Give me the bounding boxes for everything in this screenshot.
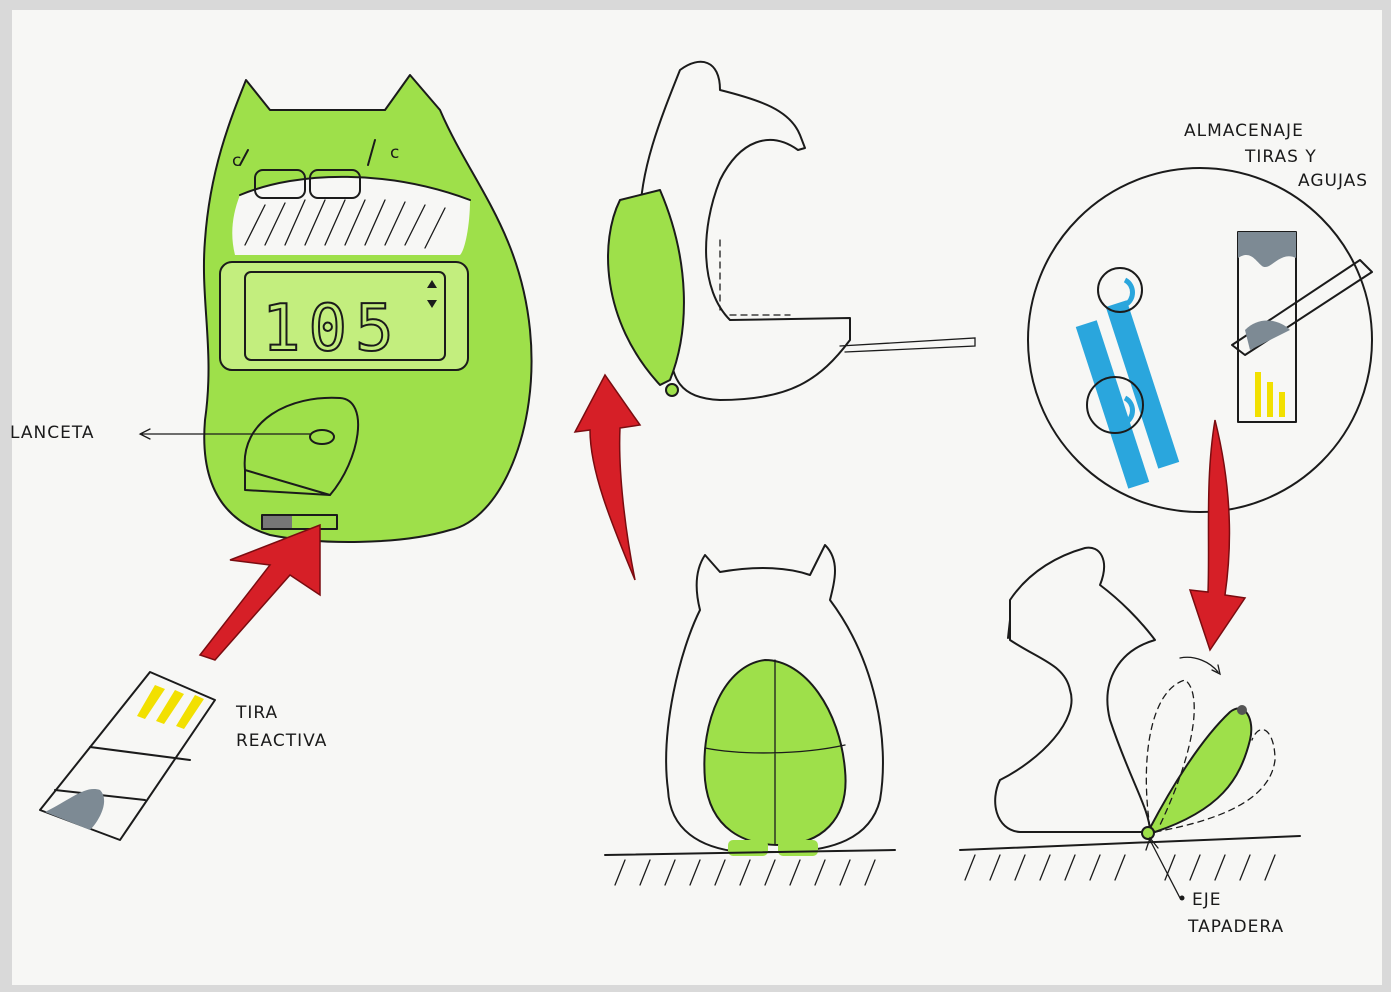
red-arrow-open-lid <box>1190 420 1245 650</box>
label-almacenaje-3: AGUJAS <box>1298 171 1368 191</box>
label-tira-reactiva-1: TIRA <box>235 703 278 723</box>
svg-text:c: c <box>390 143 400 163</box>
red-arrow-rotate-view <box>575 375 640 580</box>
open-lid-view <box>960 548 1300 901</box>
back-view <box>605 545 895 885</box>
test-strip <box>40 672 215 840</box>
label-almacenaje-2: TIRAS Y <box>1244 147 1317 167</box>
glucose-reading: 105 <box>262 292 402 366</box>
front-view: c c 105 <box>140 75 532 542</box>
red-arrow-strip-insert <box>200 525 320 660</box>
storage-detail <box>1028 168 1372 512</box>
side-view <box>608 62 975 400</box>
label-tira-reactiva-2: REACTIVA <box>236 731 327 751</box>
label-lanceta: LANCETA <box>10 423 95 443</box>
label-almacenaje-1: ALMACENAJE <box>1184 121 1304 141</box>
label-eje-tapadera-2: TAPADERA <box>1187 917 1284 937</box>
label-eje-tapadera-1: EJE <box>1192 890 1222 910</box>
svg-text:c: c <box>232 151 242 171</box>
